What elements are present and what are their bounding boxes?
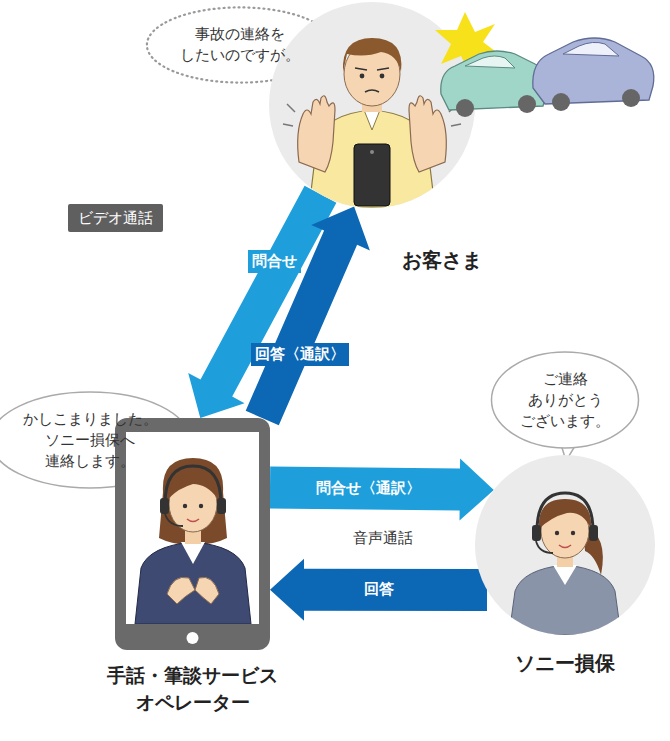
node-heading-box: 手話・筆談サービス オペレーター	[68, 662, 318, 716]
agent-illustration	[475, 455, 655, 635]
bubble-body: かしこまりました。 ソニー損保へ 連絡します。	[0, 389, 192, 491]
block-arrow	[246, 206, 370, 425]
arrow-label-box: 回答	[360, 578, 398, 601]
arrow-label: 問合せ〈通訳〉	[312, 477, 425, 500]
node-heading: ソニー損保	[515, 649, 615, 677]
block-arrow	[270, 459, 494, 521]
operator-tablet: 手話・筆談サービス オペレーター	[115, 418, 270, 650]
arrow-label: 回答	[360, 578, 398, 601]
arrow-label-box: 問合せ〈通訳〉	[312, 477, 425, 500]
bubble-text: かしこまりました。 ソニー損保へ 連絡します。	[20, 409, 160, 472]
channel-tag-box: ビデオ通話	[68, 204, 163, 232]
arrow-label: 回答〈通訳〉	[251, 343, 349, 366]
bubble-body: ご連絡 ありがとう ございます。	[490, 349, 640, 451]
customer-illustration	[269, 2, 475, 208]
channel-tag: ビデオ通話	[68, 204, 163, 232]
channel-label-box: 音声通話	[353, 528, 413, 548]
speech-bubble: 事故の連絡を したいのですが。	[145, 5, 335, 85]
arrow-label-box: 回答〈通訳〉	[251, 343, 349, 366]
node-heading: 手話・筆談サービス オペレーター	[68, 662, 318, 716]
block-arrow	[270, 559, 487, 621]
node-heading-box: ソニー損保	[485, 649, 645, 677]
bubble-text: 事故の連絡を したいのですが。	[173, 24, 307, 66]
agent-circle: ソニー損保	[475, 455, 655, 635]
speech-bubble: ご連絡 ありがとう ございます。	[490, 349, 640, 451]
arrow-label: 問合せ	[248, 250, 301, 273]
tablet-illustration	[115, 418, 270, 650]
customer-circle: お客さま	[269, 2, 475, 208]
bubble-text: ご連絡 ありがとう ございます。	[510, 369, 620, 432]
bubble-body: 事故の連絡を したいのですが。	[145, 5, 335, 85]
node-heading: お客さま	[402, 246, 482, 274]
channel-label: 音声通話	[353, 528, 413, 548]
arrow-label-box: 問合せ	[248, 250, 301, 273]
car-illustration	[441, 38, 654, 117]
node-heading-box: お客さま	[382, 246, 502, 274]
speech-bubble: かしこまりました。 ソニー損保へ 連絡します。	[0, 389, 192, 491]
